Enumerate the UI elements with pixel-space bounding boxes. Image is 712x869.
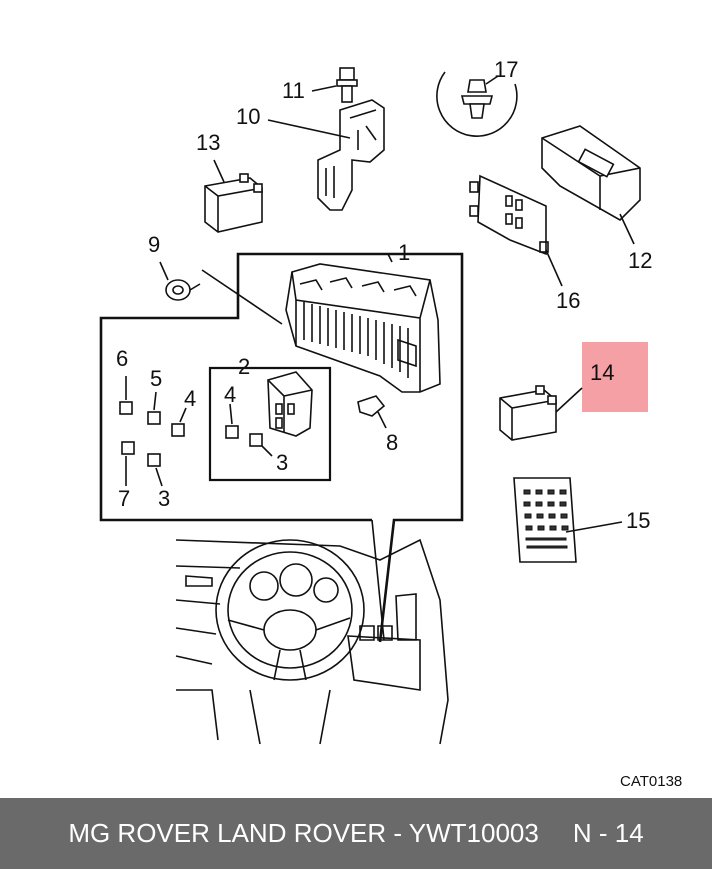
label-7: 7 [118,486,130,511]
part-13-relay [204,159,263,233]
part-11-bolt [311,67,358,103]
label-10: 10 [236,104,260,129]
label-14: 14 [590,360,614,385]
footer-part-title: MG ROVER LAND ROVER - YWT10003 [68,818,539,848]
label-4a: 4 [184,386,196,411]
part-2-fuse-block [267,371,313,437]
parts-diagram: 1 2 3 3 4 4 5 6 7 8 9 10 11 12 13 14 15 … [99,57,682,790]
part-14-relay [499,385,583,441]
label-6: 6 [116,346,128,371]
label-17: 17 [494,57,518,82]
part-10-bracket [267,99,385,211]
footer-bar: MG ROVER LAND ROVER - YWT10003 N - 14 [0,798,712,869]
label-9: 9 [148,232,160,257]
dashboard-view [175,538,449,745]
part-9-grommet [159,261,201,301]
fusebox-frame [99,252,464,643]
label-3b: 3 [158,486,170,511]
part-12-module [541,125,641,245]
label-11: 11 [282,78,305,103]
label-2: 2 [238,354,250,379]
small-fuses [119,376,387,487]
label-3a: 3 [276,450,288,475]
part-17-clip [436,71,518,137]
footer-page-ref: N - 14 [572,818,644,848]
label-5: 5 [150,366,162,391]
part-1-fusebox [285,253,441,393]
label-1: 1 [398,240,410,265]
label-12: 12 [628,248,652,273]
part-16-plate [469,174,563,287]
label-8: 8 [386,430,398,455]
label-16: 16 [556,288,580,313]
part-15-label-card [513,477,623,563]
label-4b: 4 [224,382,236,407]
part-14-highlight[interactable] [582,342,648,412]
label-13: 13 [196,130,220,155]
catalog-code: CAT0138 [620,773,682,790]
label-15: 15 [626,508,650,533]
part-2-frame [208,366,332,482]
